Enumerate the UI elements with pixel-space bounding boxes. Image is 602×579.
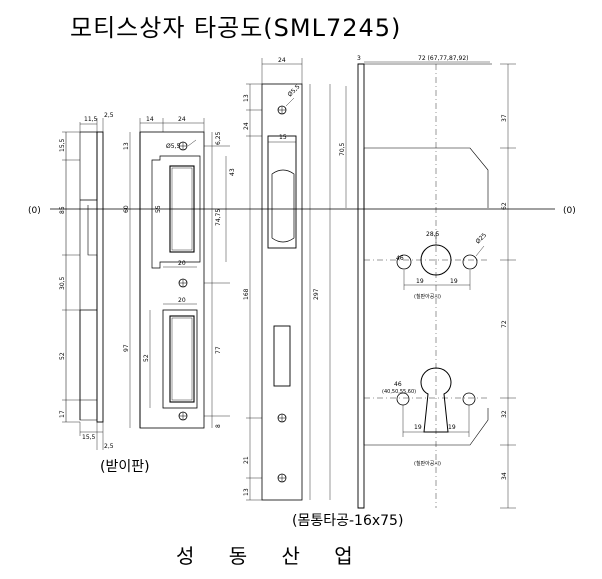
screw-hole-body-upper-left [396, 254, 412, 270]
strike-plate-profile [62, 118, 104, 450]
dim-52-plate: 52 [143, 354, 150, 362]
dim-20-upper: 20 [178, 260, 186, 267]
centerline: (0) (0) [28, 206, 576, 216]
mortise-body-dimensions: 3 72 (67,77,87,92) 70,5 37 62 28,5 Ø25 4… [339, 55, 508, 480]
dim-face-15: 15 [279, 134, 287, 141]
dim-body-19a: 19 [416, 278, 424, 285]
dim-body-72-top: 72 (67,77,87,92) [418, 55, 468, 62]
dim-body-32: 32 [501, 410, 508, 418]
dim-face-24: 24 [278, 57, 286, 64]
dim-body-46b: 46 [394, 381, 402, 388]
screw-hole-plate-bottom [178, 411, 188, 421]
screw-hole-plate-mid [178, 278, 188, 288]
dim-20-lower: 20 [178, 297, 186, 304]
dim-body-72-right: 72 [501, 320, 508, 328]
dim-2-5-top: 2,5 [104, 112, 114, 119]
front-plate-dimensions: 14 24 13 Ø5,5 6,25 43 60 55 74,75 20 20 … [123, 116, 236, 428]
dim-6-25: 6,25 [215, 131, 222, 145]
note-b: (칠판아공시) [414, 460, 441, 467]
dim-face-13-bot: 13 [243, 488, 250, 496]
dim-face-168: 168 [243, 288, 250, 300]
dim-phi-5-5: Ø5,5 [166, 143, 180, 150]
dim-14: 14 [146, 116, 154, 123]
note-a: (칠판아공시) [414, 293, 441, 300]
dim-15-5-top: 15,5 [59, 138, 66, 152]
dim-2-5-bot: 2,5 [104, 443, 114, 450]
dim-8: 8 [215, 424, 222, 428]
dim-body-19d: 19 [448, 424, 456, 431]
dim-97: 97 [123, 344, 130, 352]
strike-plate-caption: (받이판) [100, 459, 150, 475]
dim-85: 85 [59, 206, 66, 214]
dim-60: 60 [123, 205, 130, 213]
dim-body-19c: 19 [414, 424, 422, 431]
dim-77: 77 [215, 346, 222, 354]
dim-body-34: 34 [501, 472, 508, 480]
dim-body-3: 3 [357, 55, 361, 62]
dim-17: 17 [59, 410, 66, 418]
dim-11-5: 11,5 [84, 116, 98, 123]
dim-face-24-side: 24 [243, 122, 250, 130]
dim-body-70-5: 70,5 [339, 142, 346, 156]
mortise-body [345, 61, 516, 509]
dim-face-21: 21 [243, 456, 250, 464]
dim-body-62: 62 [501, 202, 508, 210]
face-plate-dimensions: 24 13 Ø5,5 24 15 168 297 21 13 [243, 57, 320, 496]
dim-body-46b-options: (40,50,55,60) [382, 389, 416, 395]
dim-30-5: 30,5 [59, 276, 66, 290]
dim-52: 52 [59, 352, 66, 360]
dim-55: 55 [155, 205, 162, 213]
dim-43: 43 [229, 168, 236, 176]
dim-face-phi-5-5: Ø5,5 [286, 83, 301, 98]
screw-hole-body-lower-right [462, 392, 476, 406]
dim-body-28-5: 28,5 [426, 231, 440, 238]
centerline-label-right: (0) [563, 206, 576, 216]
screw-hole-face-bottom [277, 473, 287, 483]
front-plate [129, 118, 230, 429]
dim-body-19b: 19 [450, 278, 458, 285]
company-name: 성 동 산 업 [176, 544, 367, 568]
face-plate [246, 58, 331, 501]
dim-13: 13 [123, 142, 130, 150]
dim-body-phi-25: Ø25 [474, 232, 488, 246]
screw-hole-face-top [277, 105, 287, 115]
dim-face-297: 297 [313, 288, 320, 300]
dim-face-13-top: 13 [243, 94, 250, 102]
dim-74-75: 74,75 [215, 209, 222, 226]
screw-hole-body-upper-right [462, 254, 478, 270]
dim-body-37: 37 [501, 114, 508, 122]
centerline-label-left: (0) [28, 206, 41, 216]
dim-15-5-bot: 15,5 [82, 434, 96, 441]
dim-24: 24 [178, 116, 186, 123]
dim-body-46a: 46 [396, 255, 404, 262]
strike-plate-dimensions: 11,5 2,5 15,5 85 30,5 52 17 15,5 2,5 [59, 112, 114, 450]
screw-hole-face-mid [277, 413, 287, 423]
body-cutout-caption: (몸통타공-16x75) [292, 513, 404, 529]
screw-hole-plate-top [178, 141, 188, 151]
diagram-title: 모티스상자 타공도(SML7245) [70, 14, 402, 42]
